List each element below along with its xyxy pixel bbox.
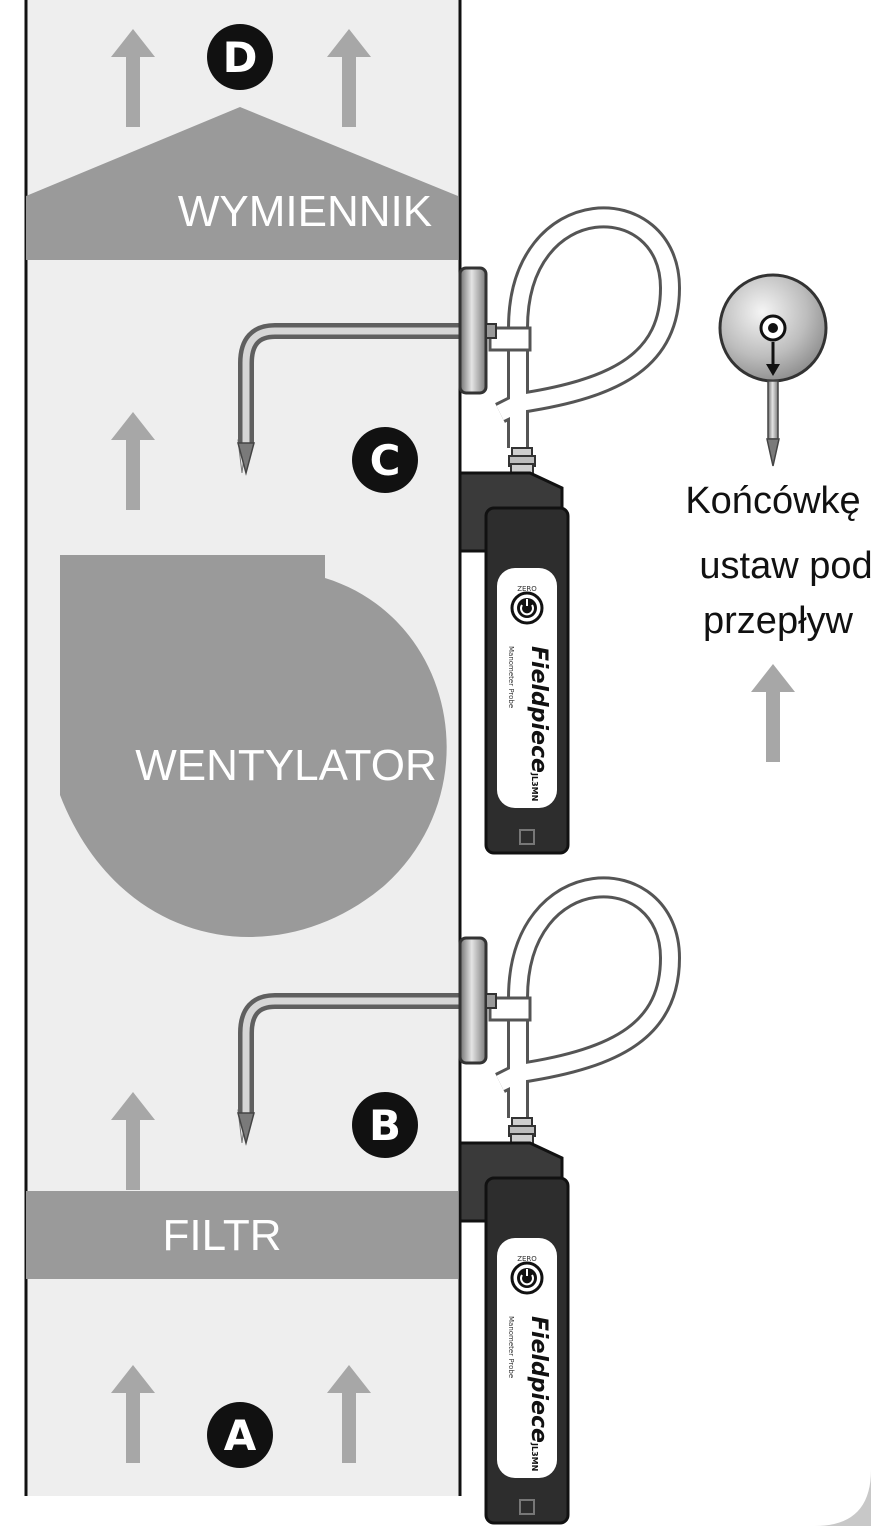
note-line-2: ustaw pod bbox=[699, 545, 871, 587]
fan-shape bbox=[60, 555, 447, 937]
probe-c-model: JL3MN bbox=[530, 772, 539, 801]
probe-c: ZERO Fieldpiece Manometer Probe JL3MN bbox=[238, 217, 670, 853]
probe-b-subtitle: Manometer Probe bbox=[507, 1316, 515, 1378]
exchanger-shape bbox=[26, 107, 458, 260]
filter-shape bbox=[26, 1191, 458, 1279]
probe-b-zero: ZERO bbox=[517, 1255, 537, 1263]
svg-text:B: B bbox=[369, 1101, 401, 1150]
note-line-1: Końcówkę bbox=[685, 480, 860, 522]
probe-b: ZERO Fieldpiece Manometer Probe JL3MN bbox=[238, 887, 670, 1523]
point-a-badge: A bbox=[207, 1402, 273, 1468]
point-b-badge: B bbox=[352, 1092, 418, 1158]
svg-text:A: A bbox=[224, 1411, 257, 1460]
page-corner bbox=[815, 1470, 871, 1526]
probe-b-brand: Fieldpiece bbox=[526, 1316, 551, 1443]
probe-c-brand: Fieldpiece bbox=[526, 646, 551, 773]
probe-c-subtitle: Manometer Probe bbox=[507, 646, 515, 708]
point-d-badge: D bbox=[207, 24, 273, 90]
filter-label: FILTR bbox=[163, 1211, 282, 1260]
airflow-arrow bbox=[751, 664, 795, 762]
probe-c-zero: ZERO bbox=[517, 585, 537, 593]
note-line-3: przepływ bbox=[703, 600, 853, 642]
probe-b-model: JL3MN bbox=[530, 1442, 539, 1471]
probe-tip-detail bbox=[718, 273, 828, 467]
exchanger-label: WYMIENNIK bbox=[178, 187, 432, 236]
svg-text:D: D bbox=[223, 33, 258, 82]
fan-label: WENTYLATOR bbox=[135, 741, 437, 790]
svg-text:C: C bbox=[370, 436, 401, 485]
point-c-badge: C bbox=[352, 427, 418, 493]
